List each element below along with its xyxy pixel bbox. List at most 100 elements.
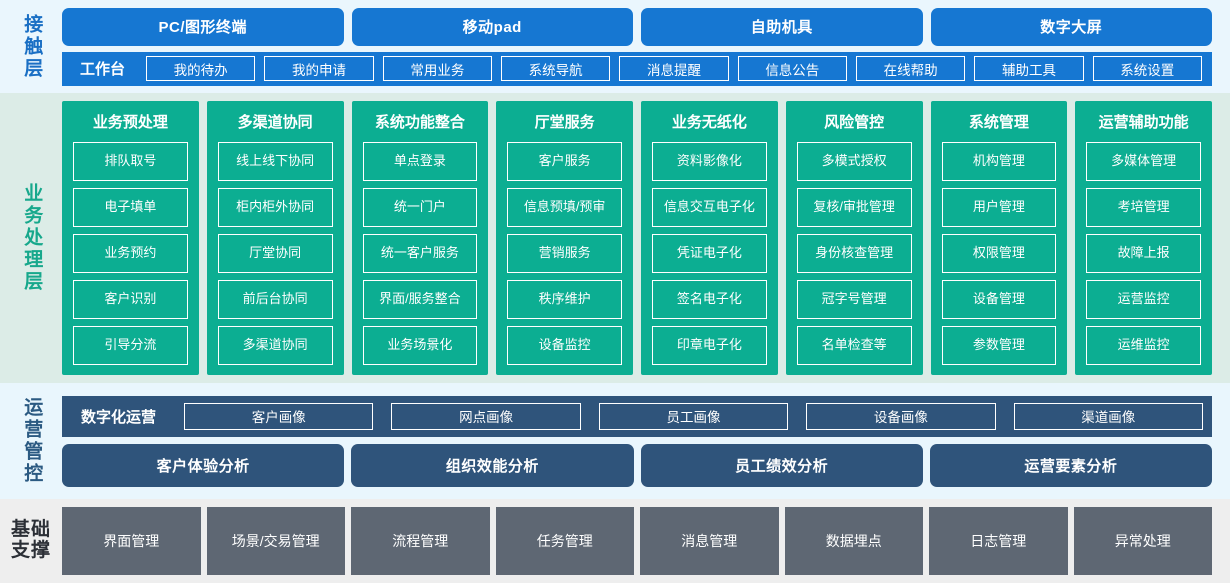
workbench-item-system-navigation[interactable]: 系统导航 [501, 56, 611, 81]
business-item[interactable]: 资料影像化 [652, 142, 767, 181]
business-column-title: 多渠道协同 [237, 114, 313, 131]
foundation-item-process-management[interactable]: 流程管理 [351, 507, 490, 575]
workbench-item-label: 我的待办 [173, 62, 228, 78]
business-item[interactable]: 客户识别 [73, 280, 188, 319]
business-item[interactable]: 前后台协同 [217, 280, 333, 319]
business-item[interactable]: 统一门户 [362, 188, 478, 227]
business-column-title: 系统管理 [968, 114, 1029, 131]
business-item[interactable]: 业务场景化 [362, 326, 478, 365]
business-item[interactable]: 电子填单 [73, 188, 188, 227]
foundation-layer-label: 基础 支撑 [0, 507, 62, 575]
business-item[interactable]: 客户服务 [507, 142, 622, 181]
business-layer: 业务处理层 业务预处理 排队取号 电子填单 业务预约 客户识别 引导分流 多渠道… [0, 93, 1230, 383]
analysis-box-operation-elements[interactable]: 运营要素分析 [929, 443, 1212, 487]
channel-box-mobile-pad[interactable]: 移动pad [351, 7, 633, 46]
foundation-item-scene-transaction[interactable]: 场景/交易管理 [206, 507, 345, 575]
channel-label: PC/图形终端 [158, 19, 247, 36]
channel-label: 数字大屏 [1040, 19, 1103, 36]
foundation-item-ui-management[interactable]: 界面管理 [62, 507, 201, 575]
business-column-multichannel: 多渠道协同 线上线下协同 柜内柜外协同 厅堂协同 前后台协同 多渠道协同 [206, 101, 344, 375]
foundation-item-message-management[interactable]: 消息管理 [640, 507, 779, 575]
business-item[interactable]: 考培管理 [1086, 188, 1201, 227]
workbench-item-my-todo[interactable]: 我的待办 [146, 56, 256, 81]
business-item[interactable]: 凭证电子化 [652, 234, 767, 273]
foundation-row: 界面管理 场景/交易管理 流程管理 任务管理 消息管理 数据埋点 [62, 507, 1212, 575]
analysis-box-organization-efficiency[interactable]: 组织效能分析 [351, 443, 634, 487]
workbench-item-announcement[interactable]: 信息公告 [737, 56, 847, 81]
business-item[interactable]: 印章电子化 [652, 326, 767, 365]
business-column-preprocessing: 业务预处理 排队取号 电子填单 业务预约 客户识别 引导分流 [62, 101, 199, 375]
business-item[interactable]: 厅堂协同 [217, 234, 333, 273]
business-item[interactable]: 设备管理 [941, 280, 1057, 319]
business-item[interactable]: 引导分流 [73, 326, 188, 365]
foundation-item-task-management[interactable]: 任务管理 [495, 507, 634, 575]
business-item[interactable]: 故障上报 [1086, 234, 1201, 273]
business-item[interactable]: 身份核查管理 [796, 234, 912, 273]
business-item[interactable]: 运维监控 [1086, 326, 1201, 365]
business-item[interactable]: 排队取号 [73, 142, 188, 181]
workbench-item-common-business[interactable]: 常用业务 [382, 56, 492, 81]
portrait-item-employee[interactable]: 员工画像 [598, 402, 789, 430]
channel-box-digital-screen[interactable]: 数字大屏 [930, 7, 1212, 46]
portrait-item-device[interactable]: 设备画像 [806, 402, 996, 430]
business-item[interactable]: 多媒体管理 [1086, 142, 1201, 181]
workbench-item-online-help[interactable]: 在线帮助 [855, 56, 966, 81]
channel-box-self-service[interactable]: 自助机具 [641, 7, 923, 46]
channel-box-pc[interactable]: PC/图形终端 [62, 7, 344, 46]
business-item[interactable]: 用户管理 [941, 188, 1057, 227]
workbench-item-aux-tools[interactable]: 辅助工具 [974, 56, 1084, 81]
business-item[interactable]: 复核/审批管理 [796, 188, 912, 227]
portrait-item-label: 设备画像 [873, 410, 928, 425]
foundation-item-label: 消息管理 [681, 533, 738, 549]
business-item[interactable]: 统一客户服务 [362, 234, 478, 273]
business-item[interactable]: 信息预填/预审 [507, 188, 622, 227]
analysis-row: 客户体验分析 组织效能分析 员工绩效分析 运营要素分析 [62, 443, 1212, 487]
foundation-label-line2: 支撑 [10, 540, 51, 561]
business-item[interactable]: 签名电子化 [652, 280, 767, 319]
business-item[interactable]: 界面/服务整合 [362, 280, 478, 319]
analysis-box-customer-experience[interactable]: 客户体验分析 [62, 443, 345, 487]
portrait-item-channel[interactable]: 渠道画像 [1013, 402, 1203, 430]
business-item[interactable]: 参数管理 [941, 326, 1057, 365]
workbench-item-label: 信息公告 [765, 62, 820, 78]
channel-label: 移动pad [462, 19, 522, 36]
workbench-item-my-application[interactable]: 我的申请 [264, 56, 374, 81]
foundation-item-data-tracking[interactable]: 数据埋点 [784, 507, 923, 575]
foundation-item-exception-handling[interactable]: 异常处理 [1073, 507, 1212, 575]
analysis-label: 运营要素分析 [1024, 457, 1118, 475]
workbench-item-message-alert[interactable]: 消息提醒 [619, 56, 729, 81]
business-column-operation-support: 运营辅助功能 多媒体管理 考培管理 故障上报 运营监控 运维监控 [1075, 101, 1212, 375]
business-column-risk-control: 风险管控 多模式授权 复核/审批管理 身份核查管理 冠字号管理 名单检查等 [785, 101, 923, 375]
business-layer-label-text: 业务处理层 [21, 183, 43, 293]
business-item[interactable]: 业务预约 [73, 234, 188, 273]
business-item[interactable]: 多模式授权 [796, 142, 912, 181]
contact-layer-label-text: 接触层 [21, 13, 43, 80]
business-column-paperless: 业务无纸化 资料影像化 信息交互电子化 凭证电子化 签名电子化 印章电子化 [641, 101, 778, 375]
contact-layer: 接触层 PC/图形终端 移动pad 自助机具 数字大屏 工作台 [0, 0, 1230, 93]
portrait-item-customer[interactable]: 客户画像 [184, 402, 374, 430]
business-item[interactable]: 柜内柜外协同 [217, 188, 333, 227]
foundation-item-label: 异常处理 [1114, 533, 1171, 549]
business-item[interactable]: 营销服务 [507, 234, 622, 273]
workbench-item-system-settings[interactable]: 系统设置 [1092, 56, 1202, 81]
business-item[interactable]: 冠字号管理 [796, 280, 912, 319]
workbench-item-label: 常用业务 [410, 62, 465, 78]
business-item[interactable]: 名单检查等 [796, 326, 912, 365]
business-item[interactable]: 运营监控 [1086, 280, 1201, 319]
business-column-lobby-service: 厅堂服务 客户服务 信息预填/预审 营销服务 秩序维护 设备监控 [496, 101, 633, 375]
foundation-item-log-management[interactable]: 日志管理 [929, 507, 1068, 575]
workbench-item-label: 我的申请 [292, 62, 346, 78]
portrait-item-branch[interactable]: 网点画像 [391, 402, 581, 430]
business-item[interactable]: 多渠道协同 [217, 326, 333, 365]
business-item[interactable]: 线上线下协同 [217, 142, 333, 181]
business-item[interactable]: 机构管理 [941, 142, 1057, 181]
business-item[interactable]: 单点登录 [362, 142, 478, 181]
business-item[interactable]: 信息交互电子化 [652, 188, 767, 227]
analysis-box-employee-performance[interactable]: 员工绩效分析 [640, 443, 923, 487]
business-item[interactable]: 秩序维护 [507, 280, 622, 319]
foundation-item-label: 数据埋点 [825, 533, 882, 549]
operations-layer-label-text: 运营管控 [21, 397, 43, 485]
business-item[interactable]: 设备监控 [507, 326, 622, 365]
business-item[interactable]: 权限管理 [941, 234, 1057, 273]
foundation-layer-label-text: 基础 支撑 [11, 520, 51, 561]
